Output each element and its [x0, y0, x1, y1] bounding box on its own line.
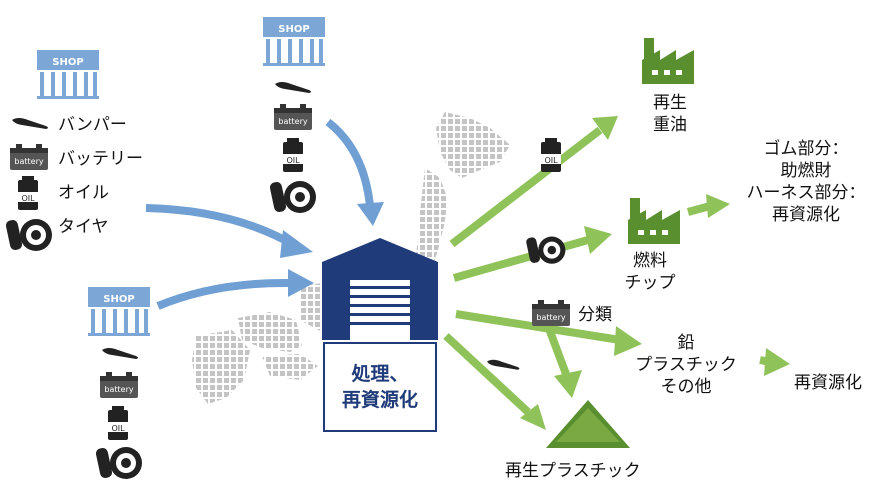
output-lead-etc: 鉛 プラスチック その他 — [635, 333, 737, 397]
output-heavy-oil: 再生 重油 — [653, 93, 687, 135]
legend-bumper: バンパー — [58, 115, 127, 135]
factory-icon — [642, 38, 694, 84]
oil-icon — [541, 138, 561, 172]
bumper-icon — [102, 348, 138, 359]
bumper-icon — [12, 118, 48, 129]
plastic-pellets-icon — [546, 400, 630, 448]
tire-icon — [525, 236, 566, 264]
output-plastic: 再生プラスチック — [505, 461, 641, 481]
bumper-icon — [275, 82, 311, 93]
battery-icon-label: battery — [104, 385, 133, 394]
inbound-arrows — [145, 118, 374, 310]
oil-icon — [283, 138, 303, 172]
battery-icon-label: battery — [278, 117, 307, 126]
output-sorting: 分類 — [578, 305, 612, 325]
legend-battery: バッテリー — [58, 149, 143, 169]
hub-caption: 処理、 再資源化 — [323, 342, 437, 432]
factory-icon — [628, 198, 680, 244]
inbound-arrowheads — [280, 202, 384, 297]
legend-tire: タイヤ — [58, 217, 109, 237]
shop-label: SHOP — [278, 24, 309, 35]
warehouse-icon — [322, 238, 438, 340]
shop-label: SHOP — [52, 57, 83, 68]
oil-icon-label: OIL — [111, 424, 125, 433]
hub-caption-line1: 処理、 — [351, 363, 409, 385]
oil-icon-label: OIL — [544, 156, 558, 165]
hub-caption-line2: 再資源化 — [341, 389, 418, 411]
oil-icon — [18, 176, 38, 210]
oil-icon — [108, 406, 128, 440]
outbound-arrowheads — [520, 116, 790, 430]
battery-icon-label: battery — [14, 157, 43, 166]
legend-oil: オイル — [58, 183, 109, 203]
output-rubber-note: ゴム部分： 助燃財 ハーネス部分： 再資源化 — [746, 139, 866, 225]
output-recycle: 再資源化 — [794, 373, 862, 393]
shop-label: SHOP — [103, 294, 134, 305]
output-fuel-chip: 燃料 チップ — [624, 251, 676, 293]
tire-icon — [5, 219, 52, 251]
outbound-arrows — [443, 126, 771, 415]
battery-icon-label: battery — [536, 313, 565, 322]
oil-icon-label: OIL — [21, 194, 35, 203]
tire-icon — [269, 181, 316, 213]
oil-icon-label: OIL — [286, 156, 300, 165]
bumper-icon — [487, 359, 520, 370]
tire-icon — [95, 447, 142, 479]
